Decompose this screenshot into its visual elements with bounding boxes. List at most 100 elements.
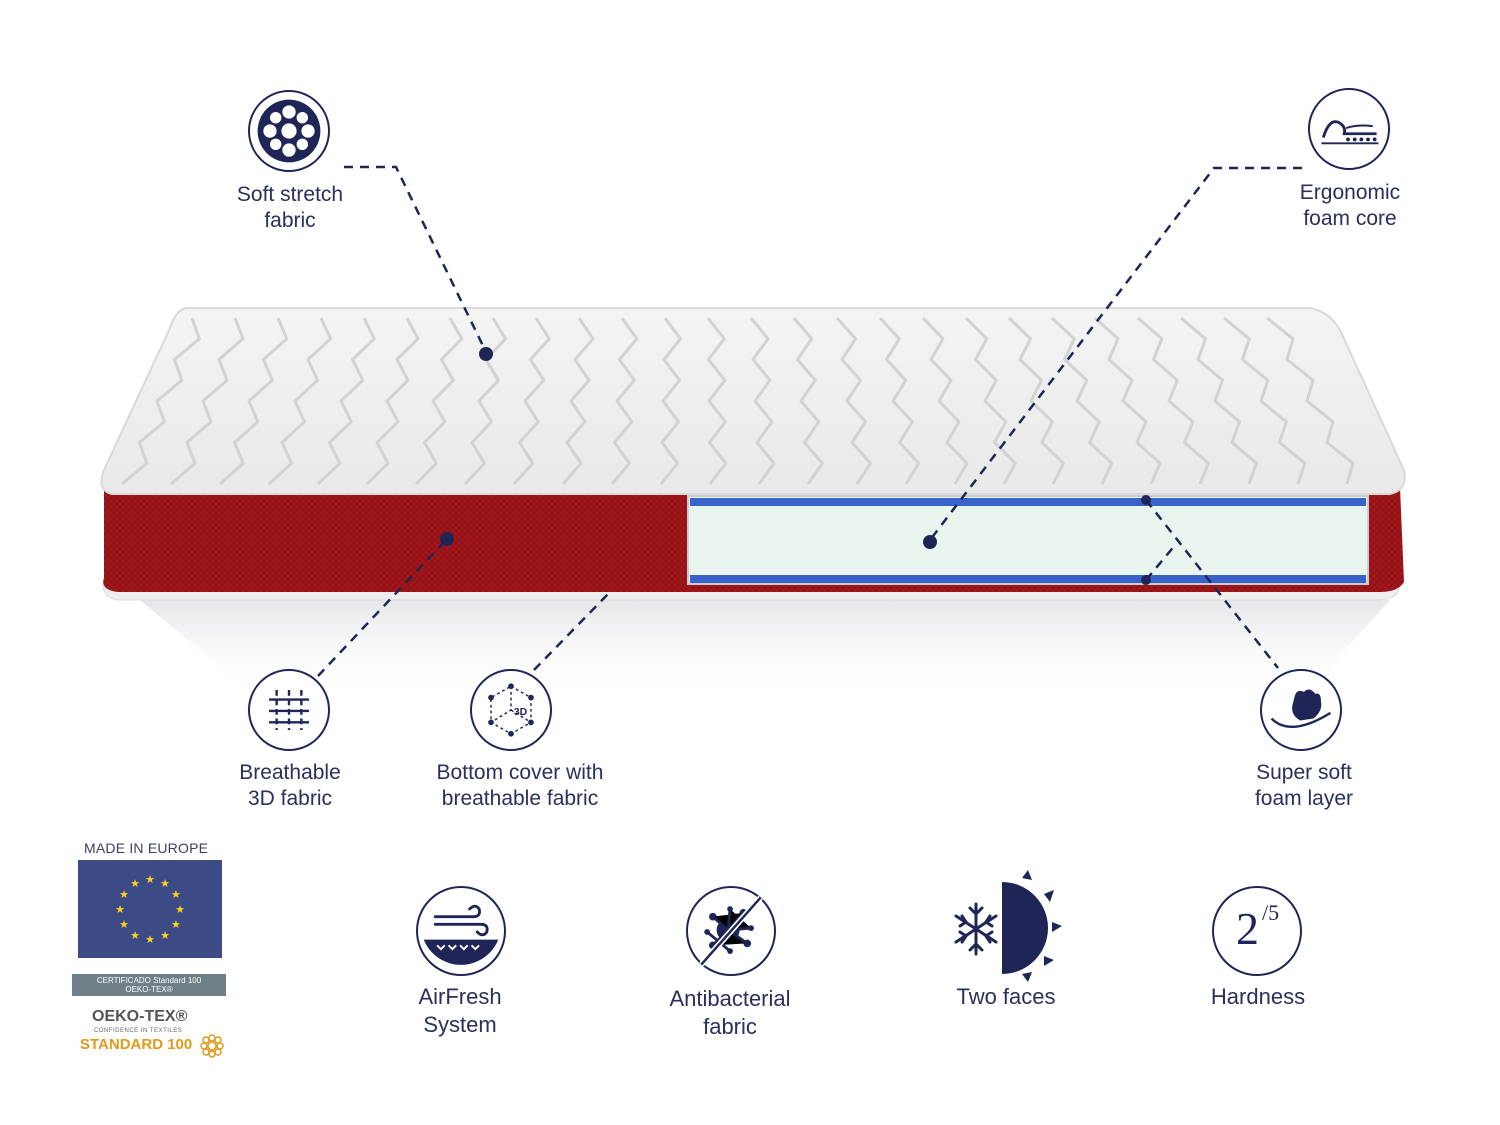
quilt-line (792, 317, 824, 485)
quilt-line (121, 317, 201, 486)
hardness-icon: 2 /5 (1214, 888, 1304, 978)
quilt-pattern (121, 316, 1355, 486)
soft-foam-layer-top (690, 498, 1366, 506)
breathable-icon-circle (248, 669, 330, 751)
antibacterial-icon-circle (686, 886, 776, 976)
quilt-line (316, 317, 376, 486)
3d-cube-icon: 3D (488, 683, 534, 737)
airfresh-icon-circle (416, 886, 506, 976)
dot-soft-foam-bottom (1141, 575, 1151, 585)
quilt-line (170, 317, 245, 486)
quilt-line (835, 317, 872, 485)
oeko-tex-sub: CONFIDENCE IN TEXTILES (94, 1028, 183, 1034)
antibacterial-icon (699, 895, 763, 967)
airfresh-line2: System (423, 1012, 497, 1037)
cert-line2: OEKO-TEX® (125, 985, 173, 994)
soft-stretch-label: Soft stretch fabric (200, 182, 380, 234)
breathable-label: Breathable 3D fabric (200, 760, 380, 812)
hardness-icon-circle: 2 /5 (1212, 886, 1302, 976)
eu-star: ★ (160, 930, 170, 942)
super-soft-icon-circle (1260, 669, 1342, 751)
hardness-value: 2 (1236, 903, 1259, 954)
quilt-line (512, 317, 551, 486)
soft-stretch-icon-circle (248, 90, 330, 172)
foam-core-section (687, 495, 1369, 585)
ergonomic-label: Ergonomic foam core (1260, 180, 1440, 232)
two-faces-icon (952, 870, 1062, 982)
hardness-line1: Hardness (1210, 984, 1306, 1009)
soft-stretch-line2: fabric (264, 209, 316, 232)
body-contour-icon (1321, 120, 1379, 145)
quilt-line (1093, 316, 1162, 485)
dot-soft-foam-top (1141, 495, 1151, 505)
oeko-tex-name: OEKO-TEX® (92, 1008, 188, 1025)
winter-summer-icon (954, 870, 1062, 982)
super-soft-line1: Super soft (1256, 761, 1352, 784)
soft-stretch-line1: Soft stretch (236, 183, 344, 206)
breathable-line1: Breathable (239, 761, 341, 784)
quilt-line (610, 317, 639, 485)
3d-icon-text: 3D (514, 707, 528, 718)
cert-line1: CERTIFICADO Standard 100 (96, 976, 202, 985)
quilt-line (1007, 316, 1065, 485)
antibacterial-label: Antibacterial fabric (640, 985, 820, 1041)
dot-ergonomic (923, 535, 937, 549)
quilt-line (463, 317, 507, 486)
two-faces-line1: Two faces (956, 984, 1056, 1009)
quilt-line (1137, 316, 1210, 485)
two-faces-label: Two faces (916, 983, 1096, 1011)
eu-star: ★ (119, 889, 129, 901)
hand-press-icon (1270, 689, 1332, 729)
eu-star: ★ (115, 904, 125, 916)
bottom-cover-line2: breathable fabric (441, 787, 599, 810)
connector-ergonomic (929, 166, 1302, 541)
bottom-cover-icon-circle: 3D (470, 669, 552, 751)
quilt-line (1266, 316, 1355, 485)
eu-star: ★ (171, 919, 181, 931)
eu-star: ★ (119, 919, 129, 931)
connector-super-soft-2 (1145, 543, 1177, 581)
hardness-scale: /5 (1262, 900, 1280, 925)
oeko-flower-icon (200, 1034, 224, 1058)
super-soft-label: Super soft foam layer (1214, 760, 1394, 812)
quilt-line (706, 317, 728, 485)
connector-super-soft (1145, 499, 1279, 669)
quilt-line (414, 317, 464, 486)
oeko-cert-bar: CERTIFICADO Standard 100 OEKO-TEX® (72, 974, 226, 996)
quilt-line (921, 316, 969, 485)
eu-star: ★ (145, 874, 155, 886)
bottom-cover-label: Bottom cover with breathable fabric (410, 760, 630, 812)
airfresh-line1: AirFresh (418, 984, 502, 1009)
antibacterial-line1: Antibacterial (669, 986, 791, 1011)
quilt-line (964, 316, 1017, 485)
super-soft-line2: foam layer (1254, 787, 1354, 810)
ergonomic-line1: Ergonomic (1299, 181, 1401, 204)
oeko-standard: STANDARD 100 (80, 1036, 193, 1053)
dot-breathable (440, 532, 454, 546)
made-in-europe-text: MADE IN EUROPE (84, 840, 209, 856)
ergonomic-icon-circle (1308, 88, 1390, 170)
eu-star: ★ (175, 904, 185, 916)
circles-icon (257, 99, 321, 163)
quilt-line (749, 317, 776, 485)
antibacterial-line2: fabric (703, 1014, 757, 1039)
soft-foam-layer-bottom (690, 575, 1366, 583)
breathable-line2: 3D fabric (247, 787, 333, 810)
hardness-label: Hardness (1168, 983, 1348, 1011)
eu-star: ★ (130, 930, 140, 942)
eu-star: ★ (160, 878, 170, 890)
weave-icon (269, 690, 309, 730)
connector-bottom-cover (533, 591, 611, 671)
quilt-line (1180, 316, 1258, 485)
connector-soft-stretch (344, 165, 488, 353)
air-flow-icon (423, 904, 499, 965)
eu-flag: ★★★★★★★★★★★★ (78, 860, 222, 958)
eu-star: ★ (130, 878, 140, 890)
quilt-line (219, 317, 289, 486)
quilt-line (365, 317, 420, 486)
eu-star: ★ (171, 889, 181, 901)
eu-star: ★ (145, 934, 155, 946)
quilt-line (878, 316, 921, 485)
quilt-line (1050, 316, 1114, 485)
